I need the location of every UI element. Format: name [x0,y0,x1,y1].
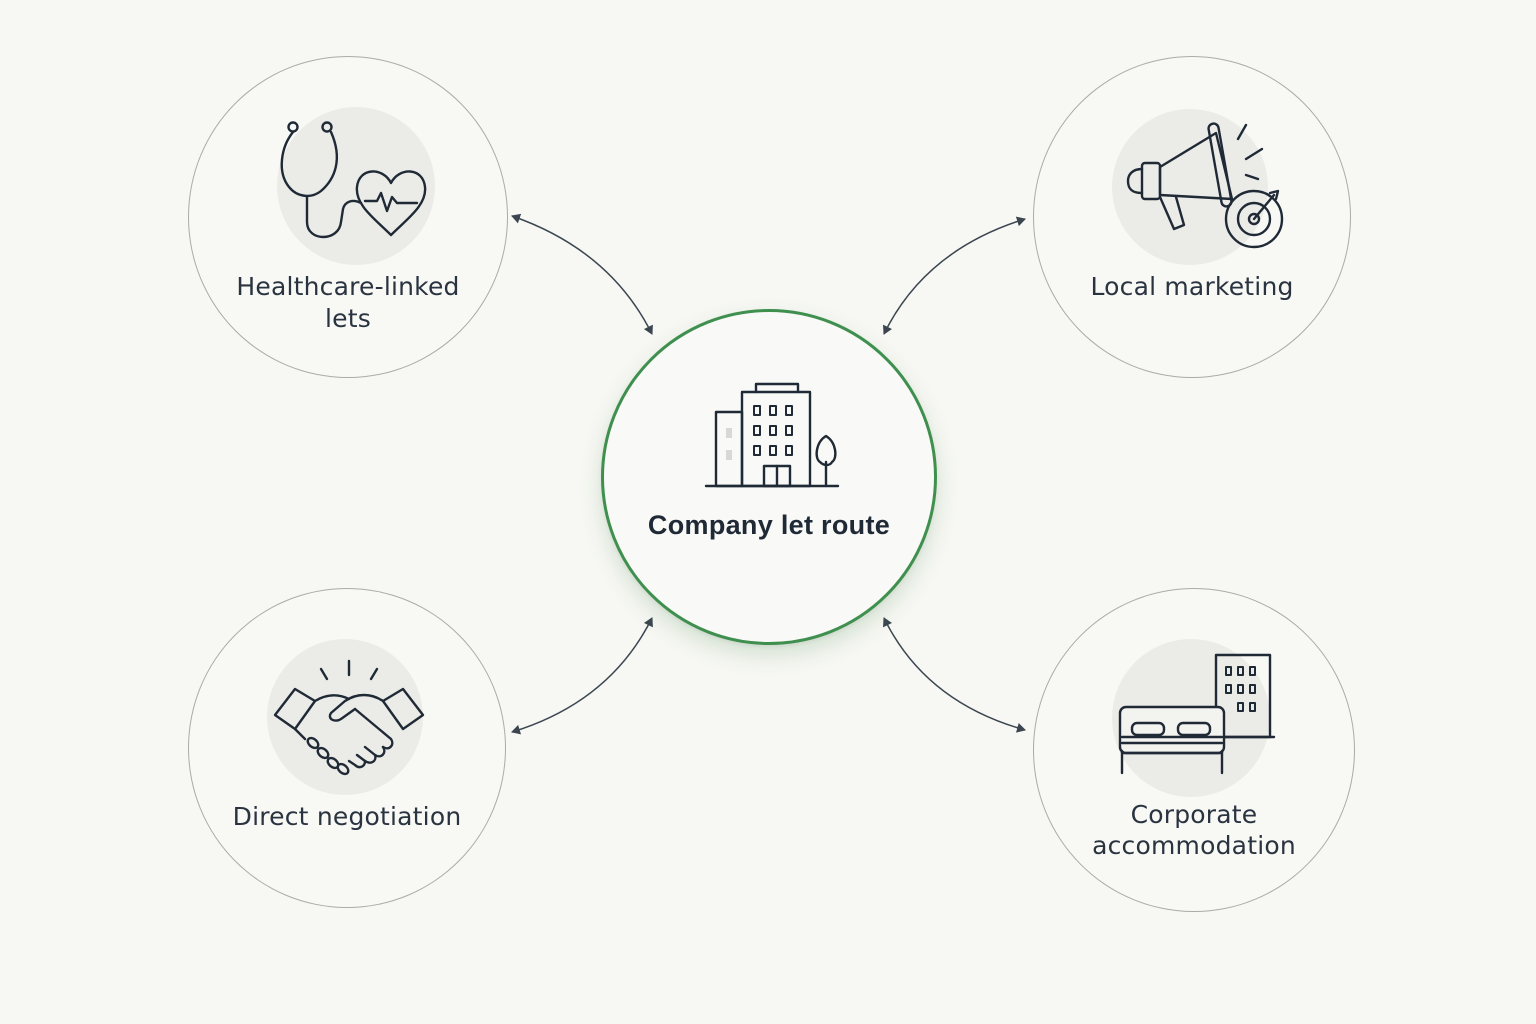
node-direct-negotiation: Direct negotiation [188,588,506,908]
center-node: Company let route [601,309,937,645]
icon-halo [1112,109,1268,265]
connector-marketing [883,216,1026,335]
stethoscope-heart-icon [280,121,427,239]
handshake-icon [273,659,425,776]
node-label-line2: lets [325,304,371,333]
bed-building-icon [1118,653,1276,775]
office-building-icon [704,382,840,488]
node-local-marketing: Local marketing [1033,56,1351,378]
connector-healthcare [511,213,653,335]
node-label-line1: Local marketing [1090,272,1294,301]
node-healthcare: Healthcare-linked lets [188,56,508,378]
node-corporate-accommodation: Corporate accommodation [1033,588,1355,912]
connector-negotiation [511,617,653,735]
center-label: Company let route [647,510,891,540]
node-label-line2: accommodation [1092,831,1296,860]
connector-corporate [883,617,1026,733]
node-label-line1: Direct negotiation [232,802,462,831]
node-label-line1: Healthcare-linked [236,272,460,301]
node-label-line1: Corporate [1130,800,1258,829]
megaphone-target-icon [1126,122,1284,249]
